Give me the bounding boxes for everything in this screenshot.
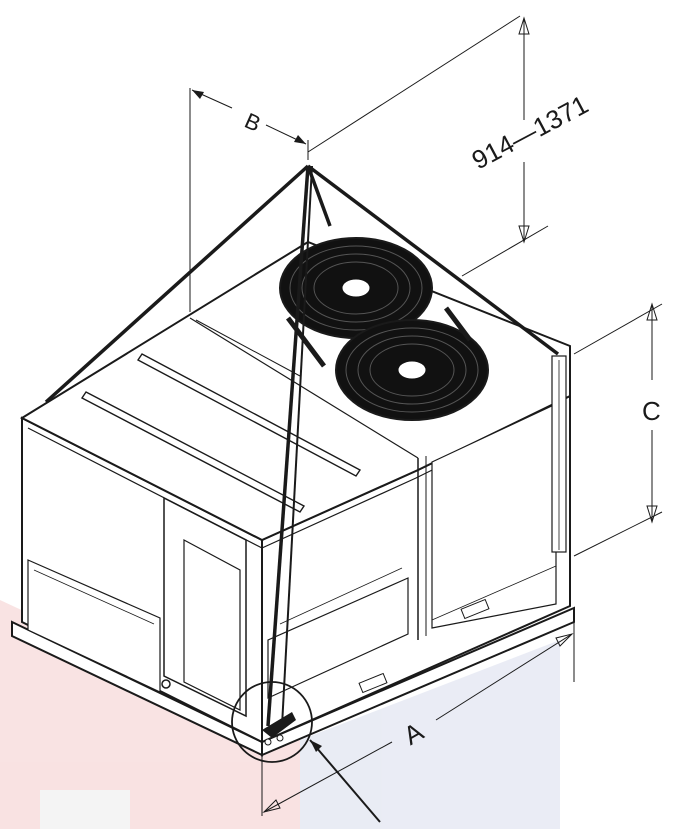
leader-arrowhead: [310, 740, 322, 752]
unit-body: [11, 240, 575, 757]
label-b: B: [241, 108, 265, 137]
lift-point-detail: [231, 681, 381, 823]
arrowhead-b-left: [192, 90, 204, 99]
arrowhead-a-right: [555, 633, 574, 647]
dimension-c: C: [573, 302, 663, 557]
condenser-fan-2: [335, 319, 489, 421]
label-lift-height: 914—1371: [467, 89, 593, 175]
arrowhead-lift-top: [518, 16, 530, 35]
dimension-lift-height: 914—1371: [307, 15, 593, 277]
coil-panel: [431, 403, 557, 629]
arrowhead-a-left: [262, 799, 281, 813]
lifting-cables: [44, 164, 560, 727]
fan-braces: [286, 306, 472, 368]
left-louver-panel: [27, 559, 161, 693]
arrowhead-c-top: [646, 302, 658, 321]
door-handle: [161, 679, 171, 689]
door-inner-panel: [183, 538, 241, 711]
arrowhead-b-right: [294, 135, 306, 144]
arrowhead-lift-bottom: [518, 225, 530, 244]
condenser-fan-1: [279, 237, 433, 339]
fork-slot-1: [460, 598, 490, 620]
roof-rail-2: [80, 391, 306, 513]
leader-line: [309, 739, 381, 823]
fork-slot-2: [358, 672, 388, 694]
label-c: C: [642, 396, 661, 426]
front-panel-lower: [267, 577, 409, 699]
arrowhead-c-bottom: [646, 505, 658, 524]
